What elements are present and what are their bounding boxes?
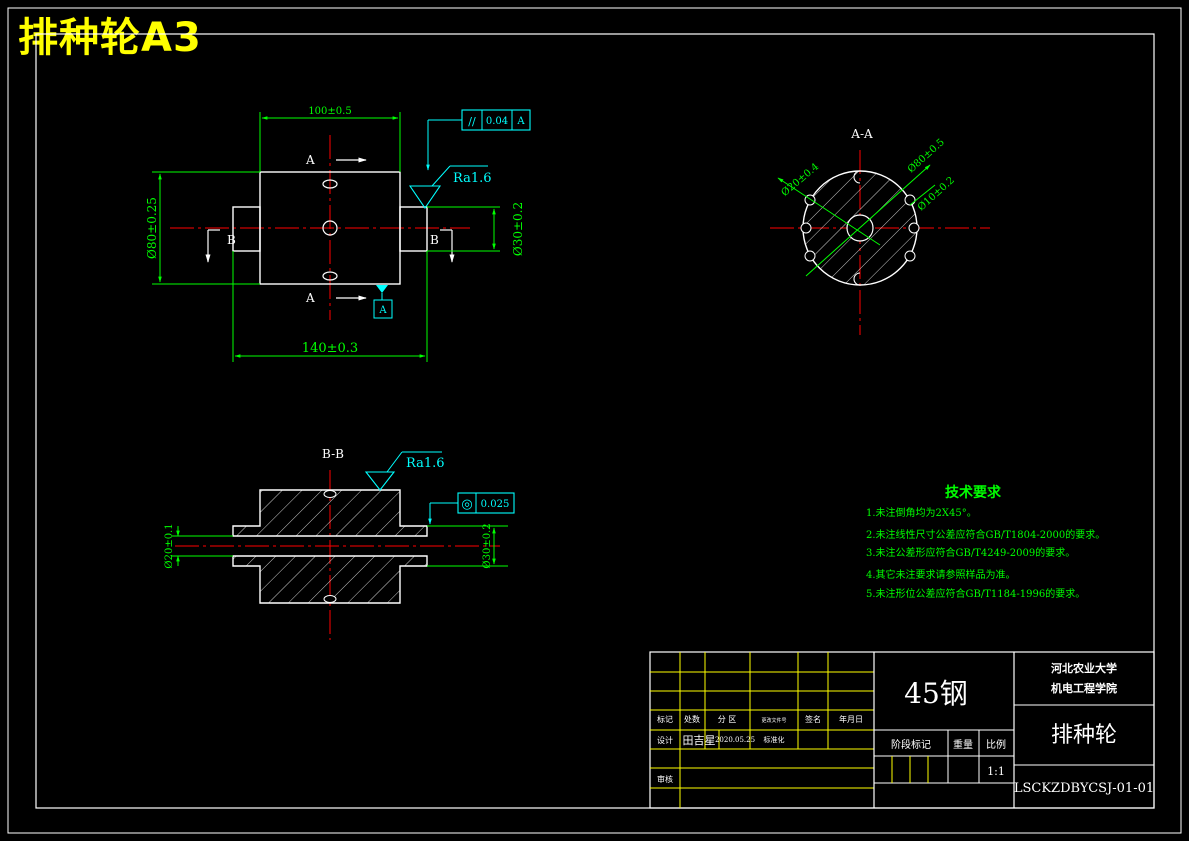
front-view: A A B B 100±0.5 140±0.3 Ø80±0.25 Ø30±0.2… (145, 106, 531, 362)
tech-req-5: 5.未注形位公差应符合GB/T1184-1996的要求。 (866, 587, 1085, 600)
tech-requirements-heading: 技术要求 (945, 484, 1002, 501)
tb-weight-label: 重量 (953, 738, 973, 751)
tb-label-count: 处数 (684, 714, 700, 724)
tb-part-name: 排种轮 (1051, 723, 1117, 748)
concentricity-tolerance: 0.025 (481, 499, 510, 510)
dim-bottom-length: 140±0.3 (302, 341, 358, 356)
tb-date: 2020.05.25 (715, 736, 755, 744)
datum-a-label: A (378, 305, 387, 316)
dim-left-diameter: Ø80±0.25 (145, 197, 159, 259)
tech-req-1: 1.未注倒角均为2X45°。 (866, 506, 977, 519)
section-bb-view: B-B Ø20±0.1 Ø30±0.2 Ra1.6 ◎ 0.025 (164, 447, 515, 640)
tb-college: 机电工程学院 (1051, 681, 1117, 695)
tb-label-zone: 分 区 (718, 715, 737, 724)
section-aa-label: A-A (850, 127, 873, 141)
dim-right-diameter: Ø30±0.2 (511, 202, 525, 256)
tb-review-label: 审核 (657, 774, 673, 784)
dim-aa-pcd: Ø80±0.5 (906, 137, 947, 175)
section-bb-label: B-B (322, 447, 344, 461)
tb-standardization: 标准化 (764, 735, 785, 744)
tb-stage-label: 阶段标记 (891, 738, 931, 751)
section-aa-view: A-A Ø20±0.4 Ø80±0.5 Ø10±0.2 (770, 127, 990, 335)
tb-scale-value: 1:1 (987, 765, 1005, 778)
concentricity-icon: ◎ (461, 497, 472, 512)
section-a-top-label: A (305, 153, 315, 167)
tb-drawing-number: LSCKZDBYCSJ-01-01 (1014, 781, 1154, 796)
tb-label-mark: 标记 (657, 714, 673, 724)
tech-req-2: 2.未注线性尺寸公差应符合GB/T1804-2000的要求。 (866, 528, 1105, 541)
dim-bb-left: Ø20±0.1 (164, 523, 175, 568)
dim-top-length: 100±0.5 (308, 106, 351, 117)
roughness-bb: Ra1.6 (406, 456, 445, 471)
sheet-title: 排种轮A3 (18, 15, 202, 61)
dim-aa-bore: Ø10±0.2 (916, 175, 957, 213)
tb-designer: 田吉星 (683, 734, 716, 747)
tb-scale-label: 比例 (986, 738, 1006, 751)
dim-bb-right: Ø30±0.2 (482, 523, 493, 568)
parallelism-datum: A (516, 116, 525, 127)
tb-label-date: 年月日 (839, 714, 863, 724)
tb-label-change-doc: 更改文件号 (761, 717, 786, 724)
tb-university: 河北农业大学 (1051, 661, 1117, 675)
tech-req-3: 3.未注公差形应符合GB/T4249-2009的要求。 (866, 546, 1075, 559)
tb-material: 45钢 (904, 677, 968, 710)
section-b-right-label: B (430, 233, 439, 247)
tech-requirements: 技术要求 1.未注倒角均为2X45°。 2.未注线性尺寸公差应符合GB/T180… (866, 484, 1105, 600)
parallelism-tolerance: 0.04 (486, 116, 508, 127)
tb-label-signature: 签名 (805, 714, 821, 724)
outer-border (7, 7, 1182, 834)
inner-border (35, 33, 1155, 809)
section-a-bottom-label: A (305, 291, 315, 305)
section-b-left-label: B (227, 233, 236, 247)
parallelism-symbol: // (468, 115, 476, 128)
title-block: 标记 处数 分 区 更改文件号 签名 年月日 设计 田吉星 2020.05.25… (649, 651, 1155, 809)
roughness-front: Ra1.6 (453, 171, 492, 186)
tb-design-label: 设计 (657, 735, 673, 745)
tech-req-4: 4.其它未注要求请参照样品为准。 (866, 568, 1016, 581)
